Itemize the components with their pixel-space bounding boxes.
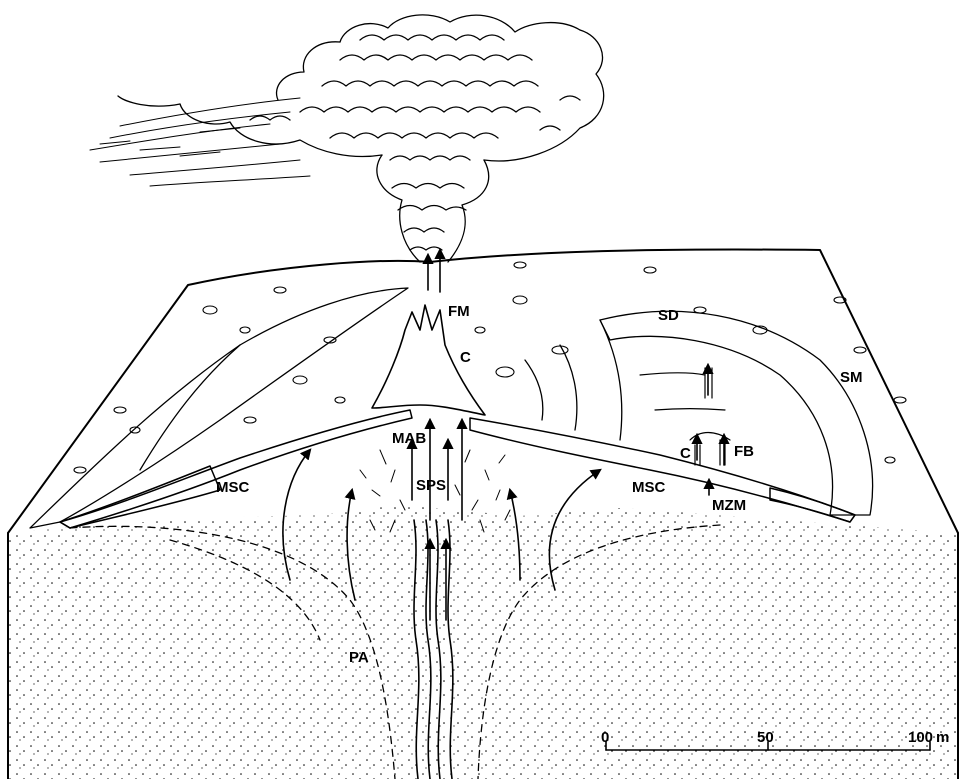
clasts [74,262,906,473]
substrate-face [8,505,958,779]
scale-tick-0: 0 [601,729,609,746]
label-mzm: MZM [712,497,746,514]
surface-deposits [30,262,906,528]
label-mab: MAB [392,430,426,447]
scale-tick-50: 50 [757,729,774,746]
plume-cloud [118,15,604,161]
label-sd: SD [658,307,679,324]
label-fb: FB [734,443,754,460]
scale-tick-100: 100 [908,729,933,746]
label-c-fb: C [680,445,691,462]
label-pa: PA [349,649,369,666]
label-sps: SPS [416,477,446,494]
plume-wisps [90,98,310,186]
plume-column [377,155,489,262]
label-fm: FM [448,303,470,320]
label-msc-right: MSC [632,479,666,496]
label-msc-left: MSC [216,479,250,496]
hatched-layer-right-wedge [770,488,855,522]
block-outline [8,250,958,779]
label-sm: SM [840,369,863,386]
top-surface-edge [8,250,958,534]
scale-unit: m [936,729,949,746]
label-c-crater: C [460,349,471,366]
eruption-plume [90,15,604,262]
